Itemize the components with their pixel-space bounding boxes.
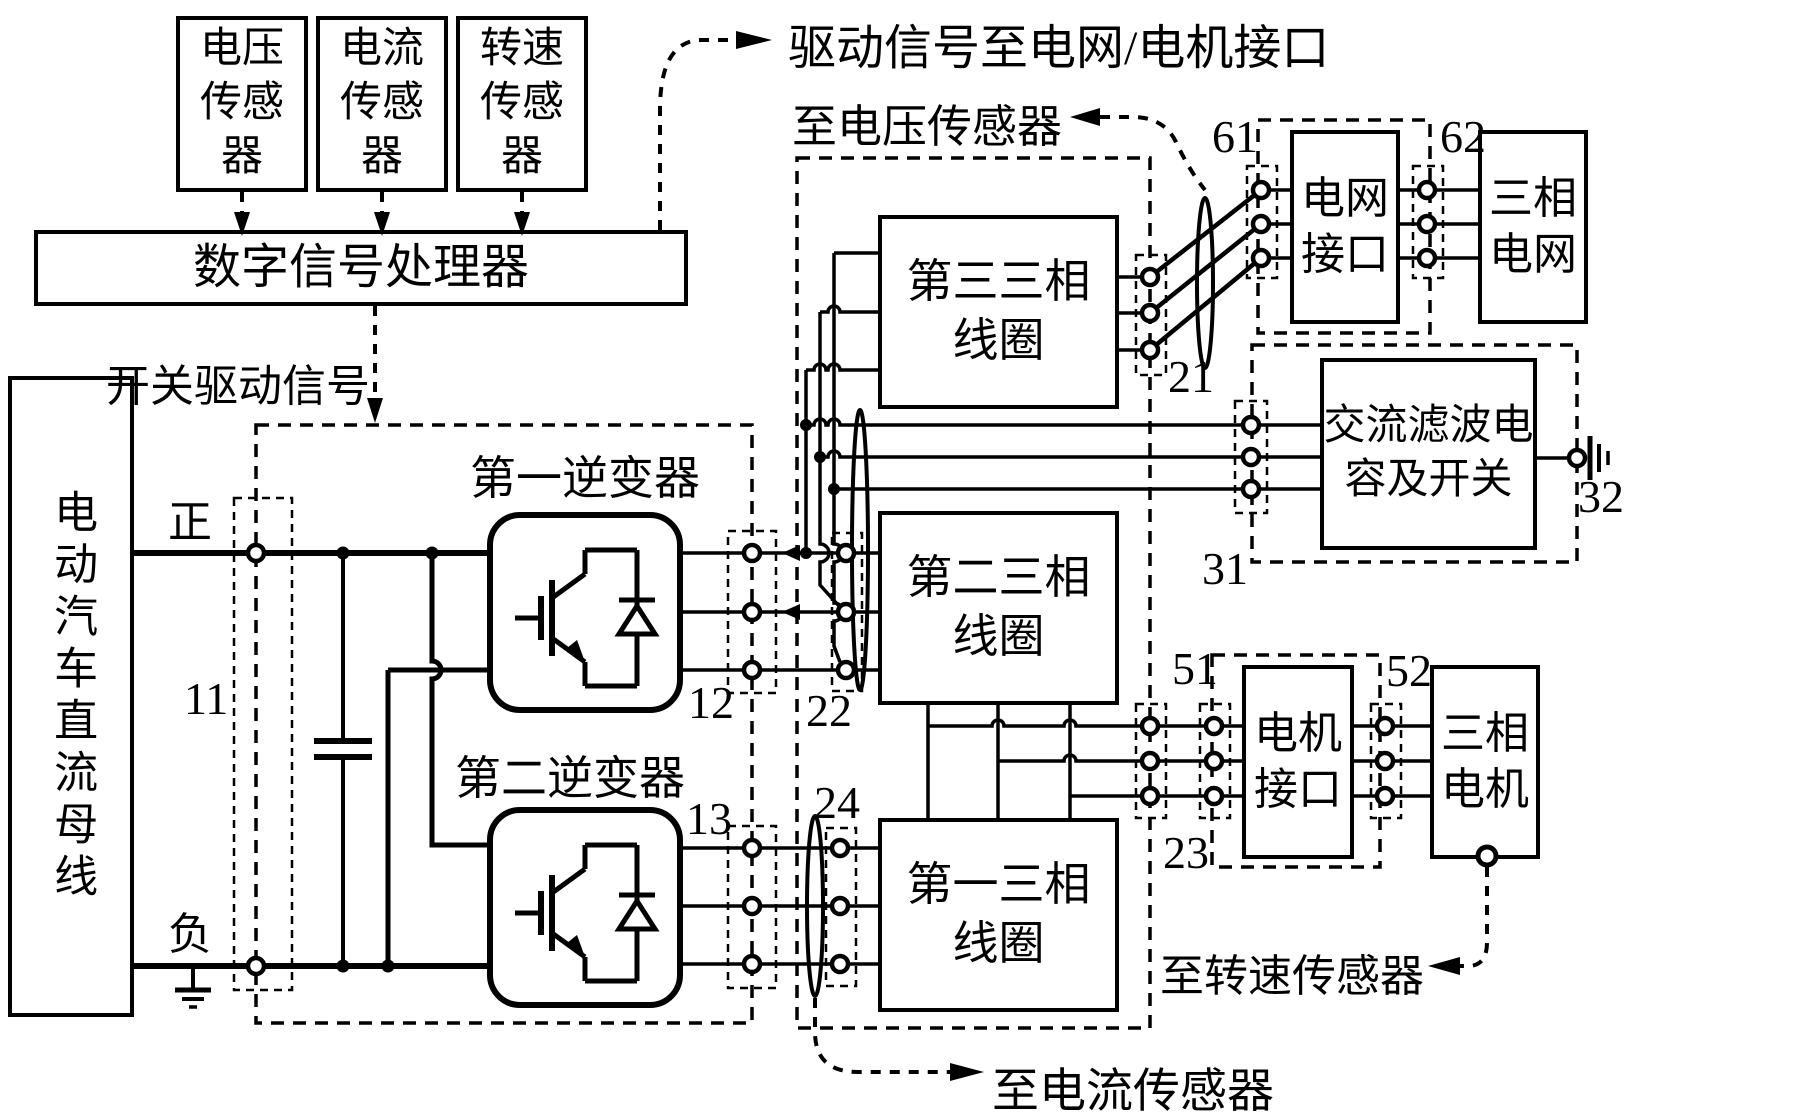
- interlink-vertical-2: [818, 312, 841, 608]
- voltage-sensor-box: [176, 16, 308, 192]
- arrowhead-right-current: [950, 1063, 984, 1081]
- motor-interface-box: [1242, 665, 1354, 859]
- to-current-sensor-annotation: 至电流传感器: [992, 1066, 1274, 1118]
- dc-ground-symbol: [175, 966, 211, 1009]
- dc-bus-label: 电动汽车直流母线: [47, 488, 97, 905]
- coil-unit-enclosure: [795, 156, 1152, 1030]
- ref-61: 61: [1212, 111, 1258, 162]
- arrowhead-left-voltage: [1070, 108, 1100, 126]
- inverter1-box: [487, 512, 683, 713]
- ac-filter-line-2: [820, 449, 1322, 459]
- coil2-label: 第二三相线圈: [906, 552, 1091, 662]
- positive-rail-label: 正: [168, 498, 212, 547]
- coil3-stub-2: [820, 304, 880, 314]
- coil3-label: 第三三相线圈: [906, 256, 1091, 366]
- dsp-box: [34, 230, 688, 306]
- connector-24-box: [824, 826, 858, 988]
- speed-sensor-label: 转速传感器: [479, 26, 564, 180]
- three-phase-grid-label: 三相电网: [1489, 173, 1577, 279]
- connector-21-box: [1134, 253, 1168, 377]
- arrowhead-right-drive: [736, 31, 772, 49]
- to-voltage-sensor-annotation: 至电压传感器: [792, 102, 1063, 152]
- connector-13-box: [726, 824, 778, 990]
- drive-signal-annotation: 驱动信号至电网/电机接口: [788, 22, 1330, 75]
- arrowhead-left-speed: [1428, 957, 1460, 975]
- three-phase-grid-box: [1478, 130, 1588, 324]
- ref-23: 23: [1163, 827, 1209, 878]
- coil1-box: [878, 818, 1119, 1012]
- dc-bus-box: [8, 376, 134, 1017]
- connector-52-box: [1369, 702, 1403, 820]
- coil1-label: 第一三相线圈: [906, 859, 1091, 969]
- connector-12-box: [726, 529, 778, 695]
- ref-24: 24: [814, 777, 860, 828]
- voltage-sense-leader: [1100, 115, 1207, 192]
- ref-32: 32: [1578, 471, 1624, 522]
- terminal-circles: [245, 179, 1588, 977]
- ac-filter-box: [1320, 358, 1537, 550]
- speed-sensor-box: [456, 16, 588, 192]
- cable-marker-21: [1195, 196, 1215, 370]
- ref-52: 52: [1386, 645, 1432, 696]
- motor-line-1: [928, 718, 1244, 728]
- inverter2-label: 第二逆变器: [455, 753, 685, 804]
- phase-direction-arrows: [782, 545, 800, 620]
- ref-12: 12: [688, 677, 734, 728]
- arrowhead-down-4: [367, 398, 383, 423]
- speed-tap-circle: [1475, 844, 1499, 868]
- inverter1-label: 第一逆变器: [470, 453, 700, 504]
- ref-51: 51: [1172, 643, 1218, 694]
- current-sense-leader: [813, 998, 950, 1074]
- voltage-sensor-label: 电压传感器: [199, 26, 284, 180]
- dsp-label: 数字信号处理器: [192, 241, 529, 295]
- switch-drive-signal-label: 开关驱动信号: [106, 362, 370, 411]
- dc-link-capacitor: [314, 553, 372, 966]
- speed-sense-leader: [1460, 867, 1489, 968]
- current-sensor-label: 电流传感器: [339, 26, 424, 180]
- negative-rail-label: 负: [168, 910, 212, 959]
- grid-interface-box: [1290, 130, 1400, 324]
- connector-31-box: [1233, 399, 1269, 515]
- arrowhead-down-3: [514, 212, 530, 236]
- connector-23-box: [1134, 702, 1168, 820]
- ac-filter-line-1: [806, 417, 1322, 427]
- ref-13: 13: [686, 793, 732, 844]
- ref-62: 62: [1440, 111, 1486, 162]
- three-phase-motor-label: 三相电机: [1441, 708, 1529, 814]
- coil2-box: [878, 511, 1119, 705]
- connector-11-box: [232, 496, 294, 992]
- ref-22: 22: [806, 685, 852, 736]
- grid-interface-output-lines: [1398, 188, 1480, 260]
- ref-31: 31: [1202, 543, 1248, 594]
- current-sensor-box: [316, 16, 448, 192]
- motor-line-2: [998, 753, 1244, 763]
- motor-interface-label: 电机接口: [1254, 708, 1342, 814]
- grid-interface-label: 电网接口: [1301, 173, 1389, 279]
- ac-filter-label: 交流滤波电容及开关: [1323, 403, 1534, 503]
- drive-signal-leader: [658, 38, 736, 230]
- coil3-stub-3: [806, 362, 880, 372]
- to-speed-sensor-annotation: 至转速传感器: [1160, 952, 1424, 1001]
- inverter-unit-enclosure: [254, 423, 754, 1025]
- connector-62-box: [1411, 164, 1445, 280]
- connector-22-box: [830, 531, 864, 693]
- connector-51-box: [1198, 702, 1232, 820]
- connector-61-box: [1245, 164, 1279, 280]
- grid-diagonal-lines: [1148, 188, 1263, 352]
- arrowhead-down-2: [374, 212, 390, 236]
- ref-21: 21: [1168, 351, 1214, 402]
- coil3-box: [878, 215, 1119, 409]
- arrowhead-down-1: [234, 212, 250, 236]
- inverter2-box: [487, 807, 683, 1008]
- ref-11: 11: [184, 673, 229, 724]
- cable-marker-24: [805, 814, 825, 998]
